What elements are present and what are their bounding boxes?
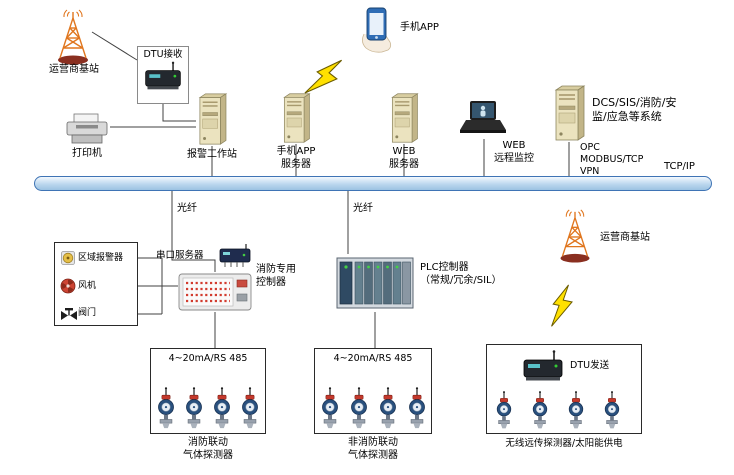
group2-signal-label: 4~20mA/RS 485 xyxy=(333,353,413,364)
area-alarm-bell-icon xyxy=(60,250,76,266)
gas-detector-icon xyxy=(494,390,514,430)
dtu-send-label: DTU发送 xyxy=(570,360,610,371)
printer-icon xyxy=(64,112,110,146)
web-remote-laptop-icon xyxy=(458,100,510,140)
valve-label: 阀门 xyxy=(78,308,97,318)
alarm-workstation-label: 报警工作站 xyxy=(187,149,237,160)
phone-app-server-icon xyxy=(280,92,312,144)
web-server-icon xyxy=(388,92,420,144)
fiber-right-label: 光纤 xyxy=(353,203,373,214)
phone-app-icon xyxy=(356,6,396,54)
protocol-modbus-label: MODBUS/TCP xyxy=(580,154,644,165)
fan-label: 风机 xyxy=(78,281,97,291)
alarm-workstation-icon xyxy=(196,92,228,146)
gas-detector-icon xyxy=(155,386,177,430)
carrier-station-right-icon xyxy=(552,208,598,264)
tcpip-bus xyxy=(34,176,712,191)
gas-detector-icon xyxy=(566,390,586,430)
dtu-send-icon xyxy=(520,350,566,384)
web-remote-label: WEB 远程监控 xyxy=(494,140,534,164)
gas-detector-icon xyxy=(530,390,550,430)
group3-label: 无线远传探测器/太阳能供电 xyxy=(505,438,623,449)
gas-detector-icon xyxy=(377,386,399,430)
gas-detector-icon xyxy=(239,386,261,430)
plc-icon xyxy=(336,254,414,312)
group1-signal-label: 4~20mA/RS 485 xyxy=(168,353,248,364)
group2-label: 非消防联动 气体探测器 xyxy=(348,437,398,461)
gas-detector-icon xyxy=(183,386,205,430)
wireless-bolt-dtu-icon xyxy=(543,263,580,349)
field-devices-box xyxy=(54,242,138,326)
dtu-receive-box: DTU接收 xyxy=(137,46,189,104)
serial-server-icon xyxy=(218,243,252,269)
area-alarm-label: 区域报警器 xyxy=(78,253,124,263)
protocol-opc-label: OPC xyxy=(580,142,600,153)
carrier-station-left-icon xyxy=(50,8,96,66)
carrier-station-right-label: 运营商基站 xyxy=(600,232,650,243)
group1-box: 4~20mA/RS 485 xyxy=(150,348,266,434)
valve-icon xyxy=(60,307,78,322)
carrier-station-left-label: 运营商基站 xyxy=(49,64,99,75)
gas-detector-icon xyxy=(348,386,370,430)
gas-detector-icon xyxy=(602,390,622,430)
gas-detector-icon xyxy=(319,386,341,430)
dcs-server-icon xyxy=(550,84,588,142)
group1-label: 消防联动 气体探测器 xyxy=(183,437,233,461)
printer-label: 打印机 xyxy=(72,148,102,159)
fire-controller-icon xyxy=(178,272,252,312)
gas-detector-icon xyxy=(211,386,233,430)
serial-server-label: 串口服务器 xyxy=(156,250,204,261)
phone-app-label: 手机APP xyxy=(400,22,439,33)
plc-label: PLC控制器 （常规/冗余/SIL） xyxy=(420,262,502,286)
dcs-system-label: DCS/SIS/消防/安 监/应急等系统 xyxy=(592,96,677,123)
fire-controller-label: 消防专用 控制器 xyxy=(256,264,296,288)
dtu-receive-label: DTU接收 xyxy=(143,49,183,60)
group2-box: 4~20mA/RS 485 xyxy=(314,348,432,434)
fiber-left-label: 光纤 xyxy=(177,203,197,214)
protocol-vpn-label: VPN xyxy=(580,166,600,177)
gas-detector-icon xyxy=(406,386,428,430)
dtu-receive-icon xyxy=(142,61,184,93)
tcpip-label: TCP/IP xyxy=(664,161,695,172)
fan-icon xyxy=(60,278,76,294)
web-server-label: WEB 服务器 xyxy=(389,146,419,170)
group3-box xyxy=(486,344,642,434)
phone-app-server-label: 手机APP 服务器 xyxy=(276,146,316,170)
